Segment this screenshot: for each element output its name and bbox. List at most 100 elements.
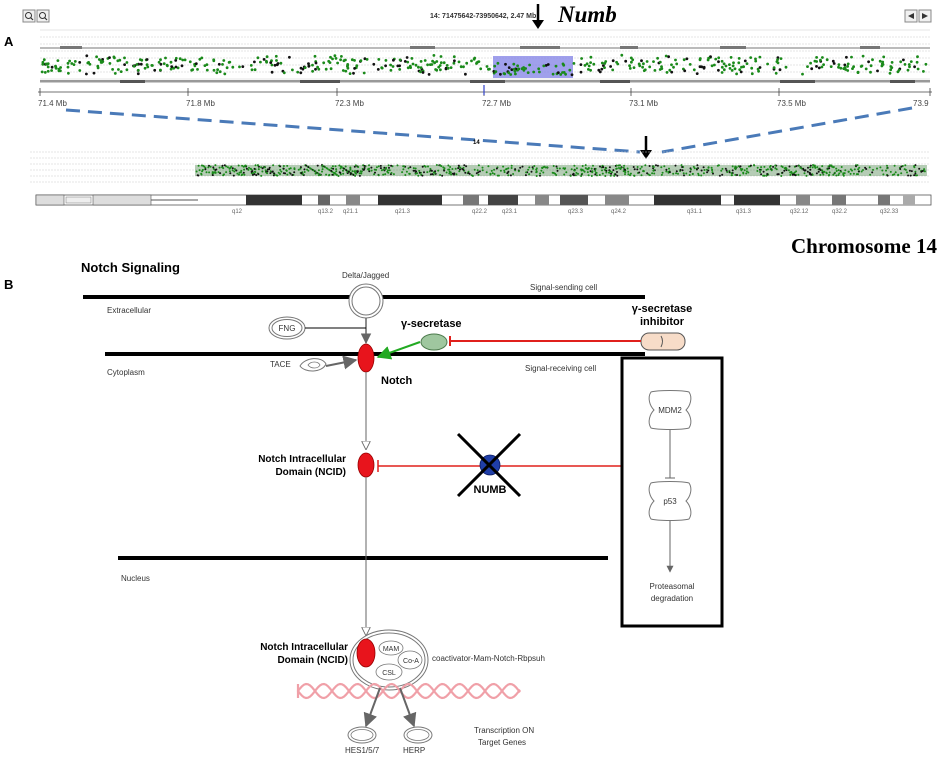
detail-data-points [40, 53, 928, 77]
complex-to-hes-arrow [363, 687, 381, 728]
band-label: q32.12 [790, 209, 809, 215]
numb-locus-arrow [532, 4, 544, 29]
axis-tick-label: 72.7 Mb [482, 99, 511, 108]
gamma-secretase-node [420, 333, 448, 351]
proteasomal-label-line1: Proteasomal [650, 582, 695, 591]
notch-node [357, 343, 375, 373]
ncid-nuclear-node [356, 638, 376, 668]
p53-label: p53 [663, 497, 677, 506]
chromosome-ideogram [35, 194, 932, 206]
ncid-label-line2: Domain (NCID) [275, 467, 346, 478]
zoom-in-icon [25, 12, 34, 21]
csl-label: CSL [382, 670, 396, 677]
band-label: q32.2 [832, 209, 848, 215]
panel-b-label: B [4, 277, 13, 292]
pathway-title: Notch Signaling [81, 260, 180, 275]
overview-arrow [640, 136, 652, 159]
band-label: q23.3 [568, 209, 584, 215]
scroll-right-button[interactable] [918, 9, 932, 23]
signal-receiving-label: Signal-receiving cell [525, 364, 596, 373]
complex-to-herp-arrow [399, 687, 417, 728]
axis-tick-label: 71.4 Mb [38, 99, 67, 108]
tace-label: TACE [270, 360, 291, 369]
nuclear-membrane [118, 556, 608, 560]
extracellular-label: Extracellular [107, 306, 151, 315]
herp-node [403, 726, 433, 744]
band-label: q31.1 [687, 209, 703, 215]
fng-label: FNG [279, 324, 296, 333]
zoom-guide-right [661, 106, 913, 154]
overview-track [30, 151, 930, 183]
triangle-left-icon [908, 13, 914, 19]
axis-tick-label: 73.5 Mb [777, 99, 806, 108]
numb-label: NUMB [474, 484, 507, 496]
hes-label: HES1/5/7 [345, 746, 380, 755]
transcription-label-line2: Target Genes [478, 738, 526, 747]
overview-data-points [195, 164, 926, 177]
mam-label: MAM [383, 646, 400, 653]
band-label: q23.1 [502, 209, 518, 215]
band-label: q31.3 [736, 209, 752, 215]
axis-tick-label: 71.8 Mb [186, 99, 215, 108]
herp-label: HERP [403, 746, 425, 755]
mdm2-label: MDM2 [658, 406, 682, 415]
band-label: q12 [232, 209, 243, 215]
dna-helix [296, 682, 521, 700]
axis-tick-label: 73.1 Mb [629, 99, 658, 108]
gamma-inhibitor-label-line1: γ-secretase [632, 303, 693, 315]
inhibitor-to-gamma-inhibition [449, 336, 641, 346]
tace-to-notch-arrow [325, 355, 358, 370]
band-label: q32.33 [880, 209, 899, 215]
ncid-nuclear-label-line1: Notch Intracellular [260, 642, 348, 653]
axis-tick-label: 73.9 [913, 99, 929, 108]
gamma-inhibitor-label-line2: inhibitor [640, 316, 685, 328]
ncid-label-line1: Notch Intracellular [258, 454, 346, 465]
panel-a-label: A [4, 34, 14, 49]
hes-node [347, 726, 377, 744]
detail-track [40, 29, 930, 83]
receiving-cell-membrane [105, 352, 645, 356]
band-label: q21.3 [395, 209, 411, 215]
position-axis [38, 85, 932, 96]
band-label: q22.2 [472, 209, 488, 215]
transcription-label-line1: Transcription ON [474, 726, 534, 735]
delta-jagged-node [348, 283, 384, 319]
zoom-out-button[interactable] [36, 9, 50, 23]
numb-knockout-cross-icon [456, 432, 522, 498]
coa-node [397, 650, 423, 670]
mdm2-node [648, 390, 692, 430]
numb-highlight-region [493, 56, 573, 78]
coa-label: Co-A [403, 658, 419, 665]
triangle-right-icon [922, 13, 928, 19]
nucleus-label: Nucleus [121, 574, 150, 583]
zoom-guide-left [65, 108, 641, 154]
gamma-to-notch-arrow [376, 341, 421, 360]
ncid-cytoplasm-node [357, 452, 375, 478]
p53-node [648, 481, 692, 521]
overview-chromosome-number: 14 [473, 140, 480, 146]
band-label: q21.1 [343, 209, 359, 215]
numb-gene-label: Numb [557, 2, 617, 27]
mdm2-to-p53-inhibition [665, 430, 675, 479]
coords-label: 14: 71475642-73950642, 2.47 Mb [430, 13, 536, 20]
gamma-secretase-label: γ-secretase [401, 318, 462, 330]
band-label: q13.2 [318, 209, 334, 215]
axis-tick-label: 72.3 Mb [335, 99, 364, 108]
zoom-in-button[interactable] [22, 9, 36, 23]
delta-jagged-label: Delta/Jagged [342, 271, 389, 280]
zoom-out-icon [39, 12, 48, 21]
signal-sending-label: Signal-sending cell [530, 283, 597, 292]
band-label: q24.2 [611, 209, 627, 215]
band-labels: q12 q13.2 q21.1 q21.3 q22.2 q23.1 q23.3 … [232, 209, 899, 215]
proteasomal-label-line2: degradation [651, 594, 693, 603]
cytoplasm-label: Cytoplasm [107, 368, 145, 377]
notch-label: Notch [381, 375, 412, 387]
fng-node [268, 316, 306, 340]
mam-node [378, 640, 404, 656]
chromosome-label: Chromosome 14 [791, 234, 938, 258]
coactivator-label: coactivator-Mam-Notch-Rbpsuh [432, 654, 545, 663]
ncid-nuclear-label-line2: Domain (NCID) [277, 655, 348, 666]
scroll-left-button[interactable] [904, 9, 918, 23]
csl-node [375, 663, 403, 681]
